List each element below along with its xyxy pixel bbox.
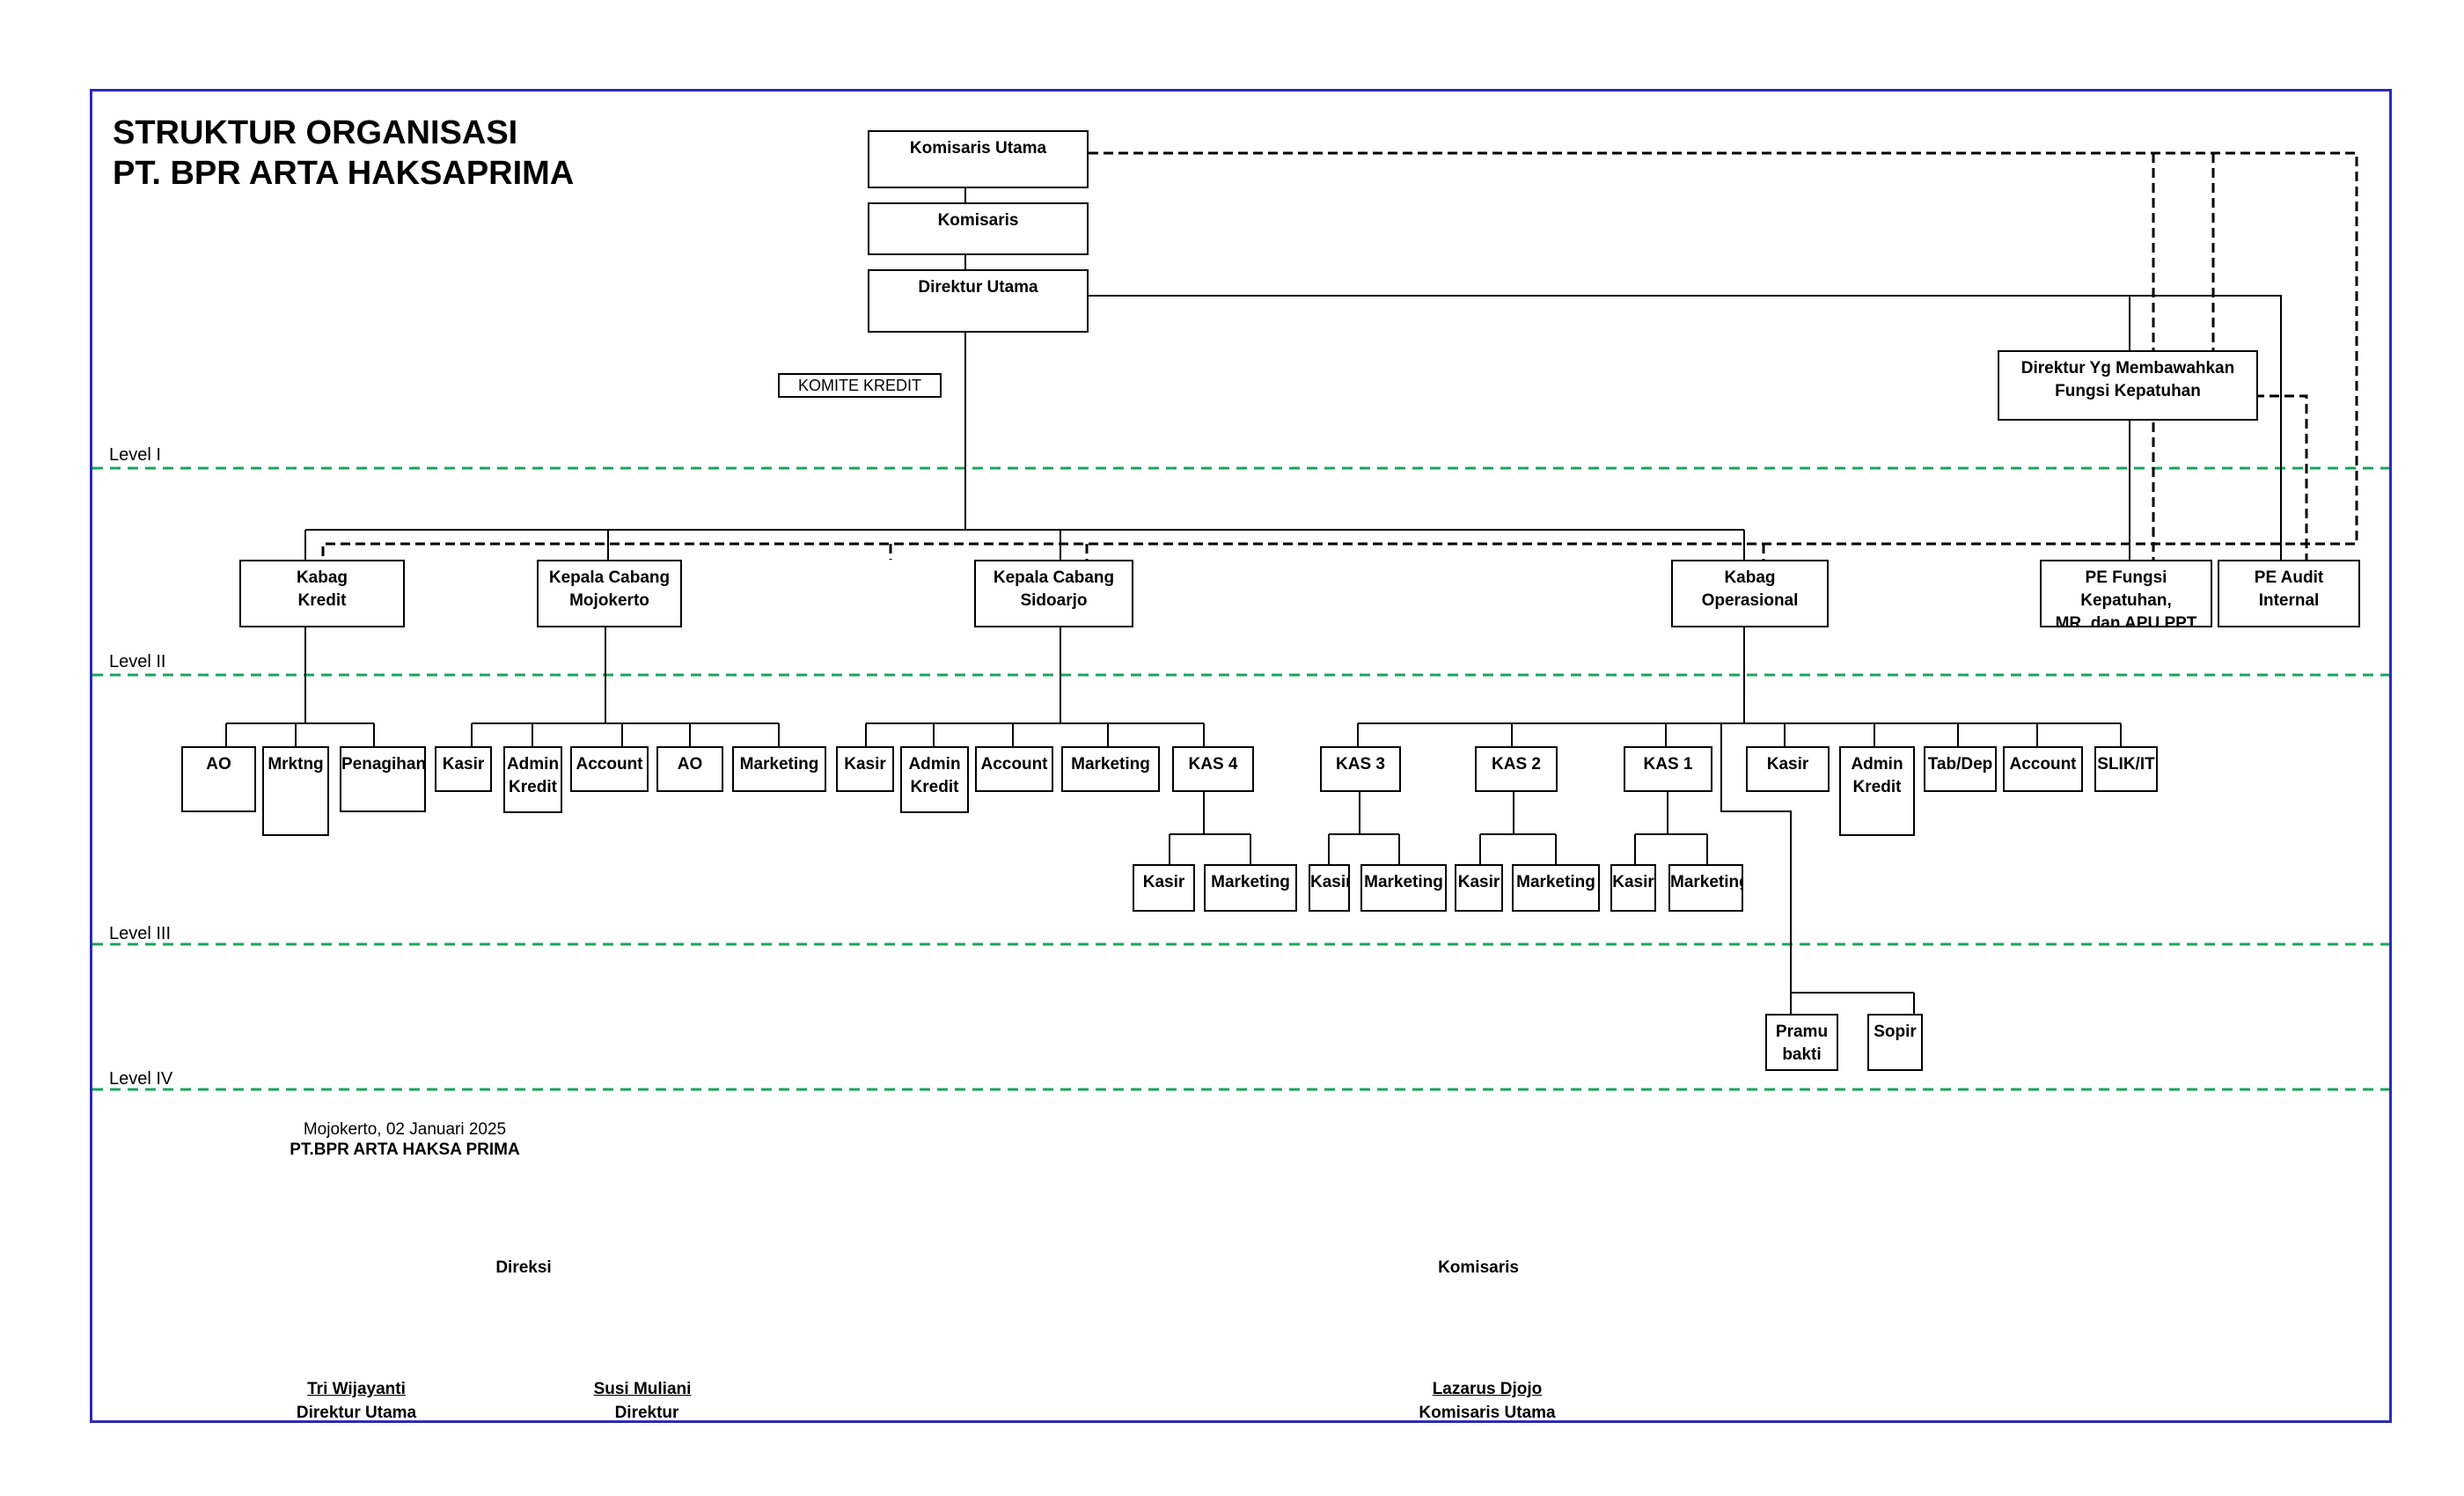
kabag-operasional-box: Kabag Operasional [1671, 560, 1829, 627]
kepala-cabang-mojokerto-box: Kepala Cabang Mojokerto [537, 560, 682, 627]
level-1-label: Level I [109, 445, 161, 465]
page-frame [90, 89, 2392, 1423]
signatory-1-name: Tri Wijayanti [307, 1380, 406, 1398]
kabag-kredit-box: Kabag Kredit [239, 560, 405, 627]
footer-company: PT.BPR ARTA HAKSA PRIMA [290, 1140, 520, 1159]
kas2-marketing: Marketing [1512, 864, 1600, 912]
operasional-staff-tab-dep: Tab/Dep [1924, 746, 1997, 792]
operasional-staff-admin-kredit: Admin Kredit [1839, 746, 1915, 836]
mojokerto-staff-admin-kredit: Admin Kredit [503, 746, 562, 813]
kas2-kasir: Kasir [1455, 864, 1503, 912]
kas4-marketing: Marketing [1204, 864, 1297, 912]
sidoarjo-staff-kasir: Kasir [836, 746, 894, 792]
operasional-staff-slik-it: SLIK/IT [2094, 746, 2158, 792]
operasional-staff-account: Account [2003, 746, 2083, 792]
kas4-kasir: Kasir [1133, 864, 1195, 912]
mojokerto-staff-kasir: Kasir [435, 746, 492, 792]
footer-direksi: Direksi [495, 1258, 552, 1277]
signatory-3-role: Komisaris Utama [1419, 1404, 1556, 1422]
kas-1-box: KAS 1 [1624, 746, 1712, 792]
sidoarjo-staff-admin-kredit: Admin Kredit [900, 746, 969, 813]
kas1-kasir: Kasir [1610, 864, 1656, 912]
kepala-cabang-sidoarjo-box: Kepala Cabang Sidoarjo [974, 560, 1133, 627]
pramu-bakti-box: Pramu bakti [1765, 1014, 1838, 1071]
signatory-1-role: Direktur Utama [296, 1404, 417, 1422]
kredit-staff-ao: AO [181, 746, 256, 812]
direktur-kepatuhan-box: Direktur Yg Membawahkan Fungsi Kepatuhan [1998, 350, 2258, 421]
page-title: STRUKTUR ORGANISASI PT. BPR ARTA HAKSAPR… [113, 113, 574, 194]
pe-audit-internal-box: PE Audit Internal [2218, 560, 2360, 627]
title-line-2: PT. BPR ARTA HAKSAPRIMA [113, 155, 575, 192]
kas3-marketing: Marketing [1360, 864, 1447, 912]
mojokerto-staff-ao: AO [656, 746, 723, 792]
sidoarjo-staff-marketing: Marketing [1061, 746, 1160, 792]
kas-3-box: KAS 3 [1320, 746, 1401, 792]
sopir-box: Sopir [1867, 1014, 1923, 1071]
operasional-staff-kasir: Kasir [1746, 746, 1830, 792]
komisaris-box: Komisaris [868, 202, 1089, 255]
sidoarjo-staff-account: Account [975, 746, 1053, 792]
mojokerto-staff-account: Account [570, 746, 649, 792]
kas-4-box: KAS 4 [1172, 746, 1254, 792]
footer-komisaris: Komisaris [1438, 1258, 1519, 1277]
signatory-2-name: Susi Muliani [593, 1380, 692, 1398]
komisaris-utama-box: Komisaris Utama [868, 130, 1089, 188]
title-line-1: STRUKTUR ORGANISASI [113, 114, 518, 151]
level-4-label: Level IV [109, 1069, 173, 1089]
kas3-kasir: Kasir [1309, 864, 1350, 912]
mojokerto-staff-marketing: Marketing [732, 746, 826, 792]
kredit-staff-mrktng: Mrktng [262, 746, 329, 836]
kas1-marketing: Marketing [1668, 864, 1743, 912]
pe-kepatuhan-box: PE Fungsi Kepatuhan, MR, dan APU PPT [2040, 560, 2212, 627]
direktur-utama-box: Direktur Utama [868, 269, 1089, 333]
kredit-staff-penagihan: Penagihan [340, 746, 426, 812]
signatory-3-name: Lazarus Djojo [1432, 1380, 1543, 1398]
kas-2-box: KAS 2 [1475, 746, 1558, 792]
level-3-label: Level III [109, 924, 172, 943]
level-2-label: Level II [109, 652, 166, 671]
footer-place-date: Mojokerto, 02 Januari 2025 [303, 1120, 507, 1139]
komite-kredit-box: KOMITE KREDIT [778, 373, 942, 398]
signatory-2-role: Direktur [614, 1404, 679, 1422]
